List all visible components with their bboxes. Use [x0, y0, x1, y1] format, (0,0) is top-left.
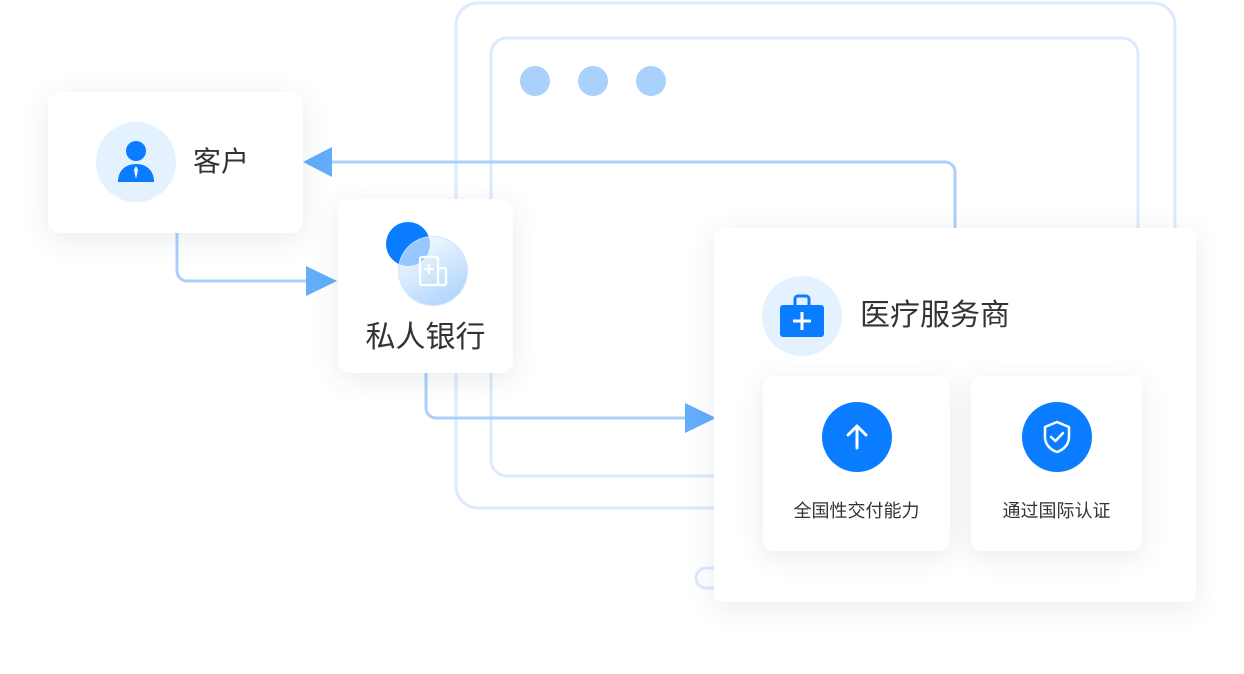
- connector-bank-to-provider: [424, 373, 690, 420]
- connector-customer-to-bank: [175, 233, 310, 283]
- hospital-building-icon: [399, 237, 467, 305]
- arrow-up-icon: [822, 402, 892, 472]
- private-bank-label: 私人银行: [365, 320, 486, 355]
- window-dot: [520, 66, 550, 96]
- connector-provider-to-customer: [328, 160, 957, 240]
- customer-card: 客户: [48, 92, 303, 233]
- provider-label: 医疗服务商: [860, 298, 1010, 333]
- window-dot: [636, 66, 666, 96]
- customer-label: 客户: [193, 145, 250, 178]
- feature-card-certified: 通过国际认证: [971, 376, 1142, 551]
- private-bank-card: 私人银行: [338, 199, 513, 373]
- window-dot: [578, 66, 608, 96]
- shield-check-icon: [1022, 402, 1092, 472]
- arrow-left-icon: [303, 147, 332, 177]
- arrow-right-icon: [306, 266, 337, 296]
- arrow-right-icon: [685, 403, 716, 433]
- medical-kit-icon: [762, 276, 842, 356]
- feature-label: 全国性交付能力: [793, 501, 920, 522]
- provider-card: 医疗服务商 全国性交付能力 通过国际认证: [714, 228, 1196, 602]
- feature-label: 通过国际认证: [1002, 501, 1111, 522]
- user-icon: [96, 122, 176, 202]
- feature-card-nationwide: 全国性交付能力: [763, 376, 950, 551]
